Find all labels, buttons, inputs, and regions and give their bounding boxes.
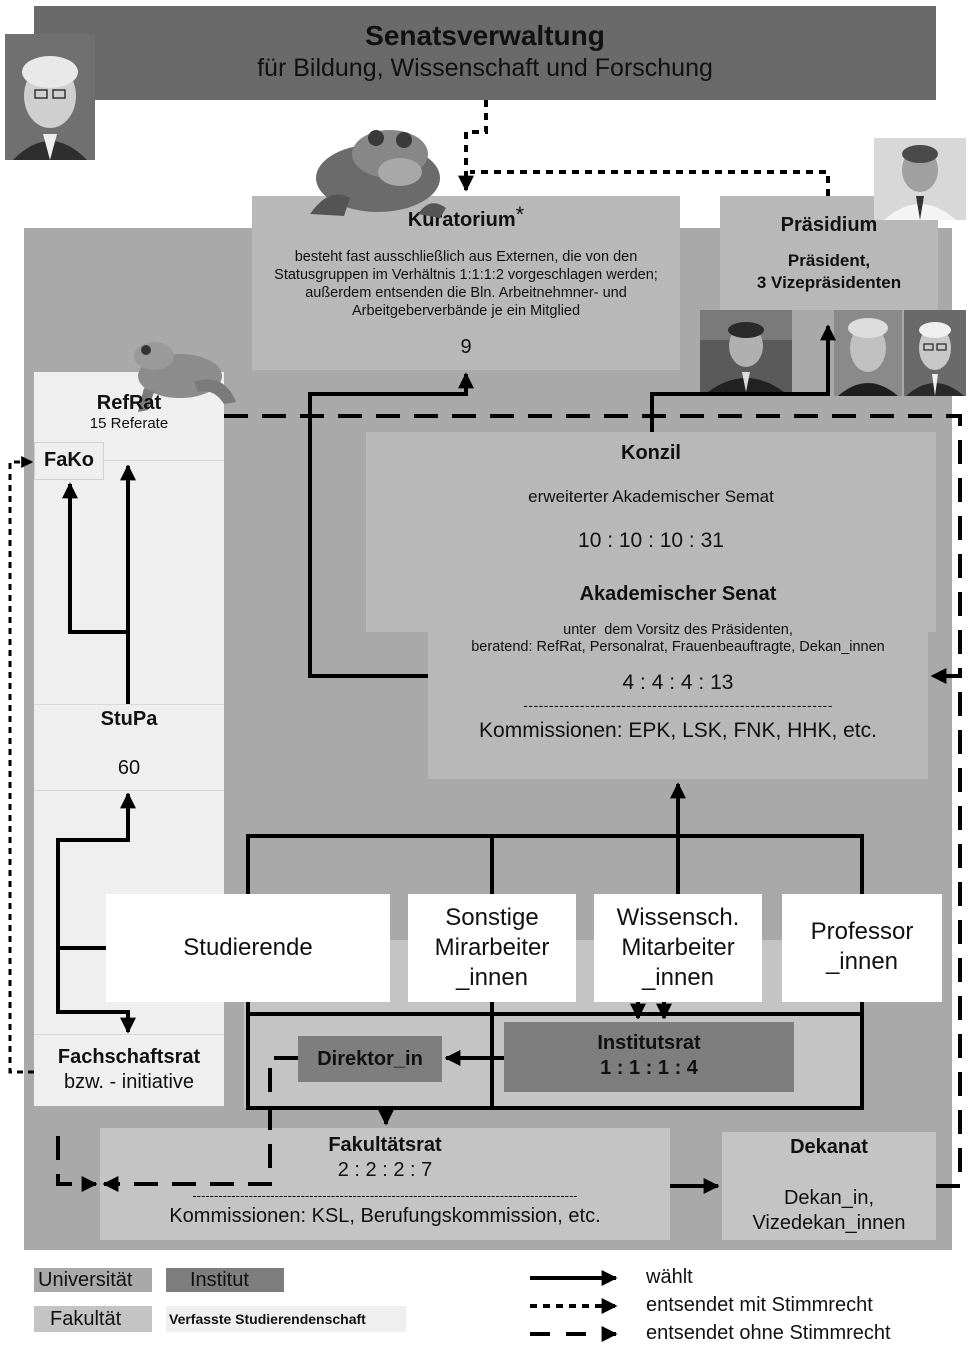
dekanat-line2: Vizedekan_innen [752,1212,906,1234]
dekanat-box: Dekanat Dekan_in, Vizedekan_innen [722,1132,936,1240]
dekanat-line1: Dekan_in, [783,1187,875,1209]
direktor-box: Direktor_in [298,1036,442,1082]
arrow-fachschaftsrat-to-fakultaetsrat [56,1136,98,1192]
arrow-direktor-to-fakultaetsrat [102,1056,298,1192]
legend-swatch-fakultaet: Fakultät [34,1306,152,1332]
arrow-senat-elects-kuratorium [308,372,474,678]
legend-swatch-verfasste: Verfasste Studierendenschaft [166,1306,406,1332]
group-professor-line2: _innen [825,948,899,975]
student-body-divider-3 [34,790,224,791]
portrait-president-photo [874,138,966,220]
arrow-studierende-to-fachschaftsrat [56,948,136,1034]
senat-line1: unter dem Vorsitz des Präsidenten, [563,622,793,638]
group-professor: Professor _innen [782,894,942,1002]
konzil-title: Konzil [621,442,681,464]
refrat-subtitle: 15 Referate [89,415,169,432]
institutsrat-ratio: 1 : 1 : 1 : 4 [600,1057,698,1079]
group-sonstige-line1: Sonstige [445,904,539,931]
student-body-divider-2 [34,704,224,705]
line-dekanat-to-senat [936,676,962,1188]
header-banner: Senatsverwaltung für Bildung, Wissenscha… [34,6,936,100]
student-body-divider-4 [34,1034,224,1035]
legend-universitaet-label: Universität [38,1269,133,1291]
arrow-praesidium-to-kuratorium [470,170,830,196]
refrat-box: RefRat 15 Referate [34,392,224,442]
refrat-title: RefRat [96,392,162,414]
kuratorium-count: 9 [460,336,472,358]
konzil-ratio: 10 : 10 : 10 : 31 [578,529,724,552]
group-professor-line1: Professor [810,918,914,945]
group-sonstige: Sonstige Mirarbeiter _innen [408,894,576,1002]
portrait-vicepresident-1-photo [700,310,792,392]
fakultaetsrat-ratio: 2 : 2 : 2 : 7 [337,1159,433,1181]
senat-box: Akademischer Senat unter dem Vorsitz des… [428,575,928,779]
group-studierende: Studierende [106,894,390,1002]
senat-line2: beratend: RefRat, Personalrat, Frauenbea… [471,639,885,655]
legend-verfasste-label: Verfasste Studierendenschaft [169,1311,366,1327]
praesidium-line1: Präsident, [787,251,871,270]
group-sonstige-line2: Mirarbeiter [434,934,550,961]
legend-mit-label: entsendet mit Stimmrecht [646,1294,873,1316]
group-studierende-label: Studierende [183,934,313,961]
fakultaetsrat-kommissionen: Kommissionen: KSL, Berufungskommission, … [169,1205,601,1227]
senat-title: Akademischer Senat [579,583,777,605]
toad-illustration [300,116,450,218]
line-groups-top-bus [246,834,864,894]
senat-separator: ----------------------------------------… [523,697,833,713]
group-wissensch-line2: Mitarbeiter [621,934,735,961]
stupa-title: StuPa [100,708,158,730]
portrait-senator-photo [5,34,95,160]
legend-ohne-label: entsendet ohne Stimmrecht [646,1322,891,1344]
arrow-konzil-elects-praesidium [650,324,836,432]
fako-title: FaKo [44,449,94,471]
fachschaftsrat-line2: bzw. - initiative [63,1071,195,1093]
header-title: Senatsverwaltung [365,20,605,51]
kuratorium-asterisk: * [515,202,525,227]
group-sonstige-line3: _innen [455,964,529,991]
dekanat-title: Dekanat [790,1136,868,1158]
kuratorium-description: besteht fast ausschließlich aus Externen… [274,249,658,319]
fachschaftsrat-line1: Fachschaftsrat [57,1046,201,1068]
arrow-studierende-to-stupa [56,792,136,950]
praesidium-title: Präsidium [780,214,878,236]
stupa-count: 60 [117,757,141,779]
institutsrat-box: Institutsrat 1 : 1 : 1 : 4 [504,1022,794,1092]
fakultaetsrat-separator: ----------------------------------------… [192,1188,578,1203]
frog-illustration [124,332,242,422]
legend-institut-label: Institut [190,1269,249,1291]
senat-kommissionen: Kommissionen: EPK, LSK, FNK, HHK, etc. [479,719,877,742]
legend-swatch-institut: Institut [166,1268,284,1292]
group-wissensch-line3: _innen [641,964,715,991]
fachschaftsrat-box: Fachschaftsrat bzw. - initiative [34,1040,224,1104]
line-groups-bottom-bus [246,1002,864,1110]
legend-swatch-universitaet: Universität [34,1268,152,1292]
direktor-label: Direktor_in [317,1048,423,1070]
group-wissensch-line1: Wissensch. [616,904,740,931]
legend-fakultaet-label: Fakultät [50,1308,122,1330]
legend-waehlt-label: wählt [646,1266,693,1288]
portrait-vicepresident-2-photo [834,310,902,396]
senat-ratio: 4 : 4 : 4 : 13 [622,671,734,694]
stupa-box: StuPa 60 [34,706,224,790]
fakultaetsrat-title: Fakultätsrat [328,1134,442,1156]
arrow-fachschaftsrat-to-fako [8,456,34,1074]
fako-box: FaKo [34,442,104,480]
student-body-divider-1 [34,460,224,461]
konzil-subtitle: erweiterter Akademischer Semat [528,487,774,506]
arrow-refrat-to-senat [224,414,962,684]
arrow-stupa-to-fako [62,482,128,634]
portrait-vicepresident-3-photo [904,310,966,396]
header-subtitle: für Bildung, Wissenschaft und Forschung [257,54,713,82]
institutsrat-title: Institutsrat [597,1032,701,1054]
arrow-senat-to-kuratorium [458,100,488,192]
group-wissensch: Wissensch. Mitarbeiter _innen [594,894,762,1002]
praesidium-line2: 3 Vizepräsidenten [756,273,902,292]
kuratorium-box: Kuratorium* besteht fast ausschließlich … [252,196,680,370]
